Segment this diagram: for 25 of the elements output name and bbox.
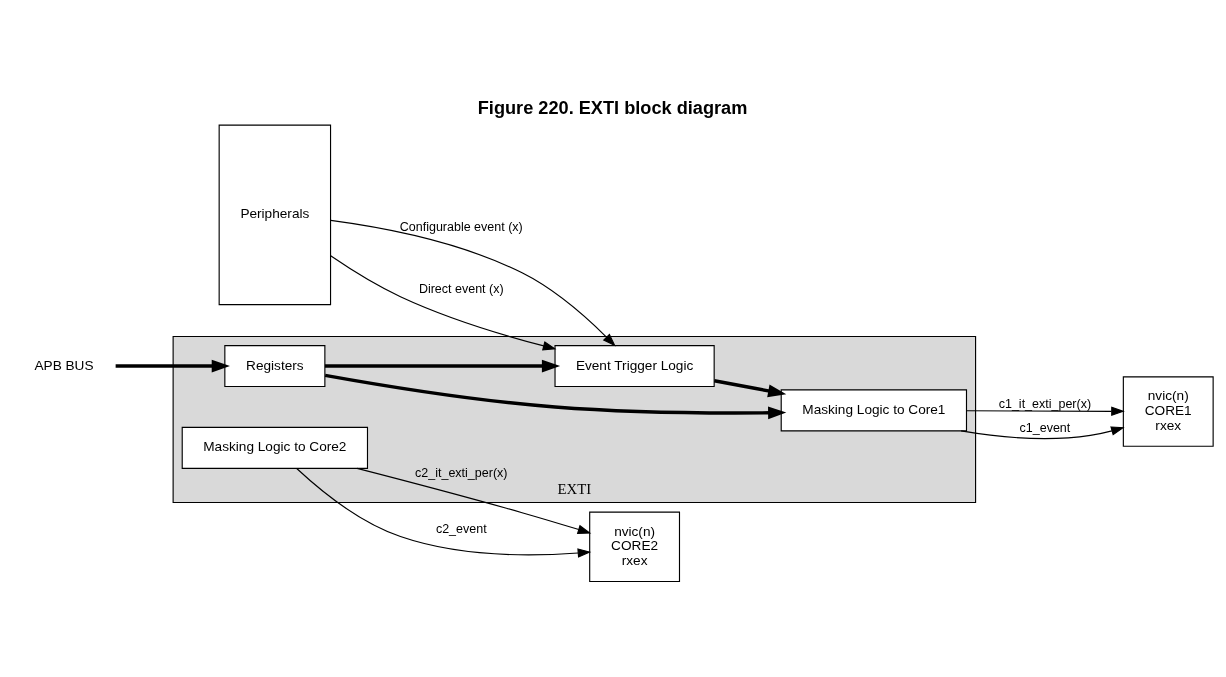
edge-label: c2_it_exti_per(x) [415,466,508,481]
node-box: Masking Logic to Core2 [181,426,369,469]
arrow [966,406,1125,417]
arrow [330,255,557,351]
arrow [960,426,1125,440]
diagram-title: Figure 220. EXTI block diagram [477,97,748,118]
edge-label: c2_event [435,521,487,536]
arrow [115,359,230,373]
arrow [324,359,561,373]
arrow [330,219,616,347]
edge-label: c1_it_exti_per(x) [998,396,1092,411]
node-box: Peripherals [218,124,332,306]
arrow [356,467,592,534]
node-box: nvic(n) CORE1 rxex [1122,376,1214,447]
arrow [324,373,787,420]
arrow [296,467,592,558]
node-text: APB BUS [34,357,94,373]
node-box: nvic(n) CORE2 rxex [589,511,681,583]
edge-label: c1_event [1019,420,1071,435]
edge-label: Direct event (x) [418,282,504,297]
arrow [714,379,787,398]
node-box: Masking Logic to Core1 [780,389,968,432]
node-box: Registers [224,345,326,388]
node-box: Event Trigger Logic [554,345,715,388]
edge-label: Configurable event (x) [399,219,523,234]
